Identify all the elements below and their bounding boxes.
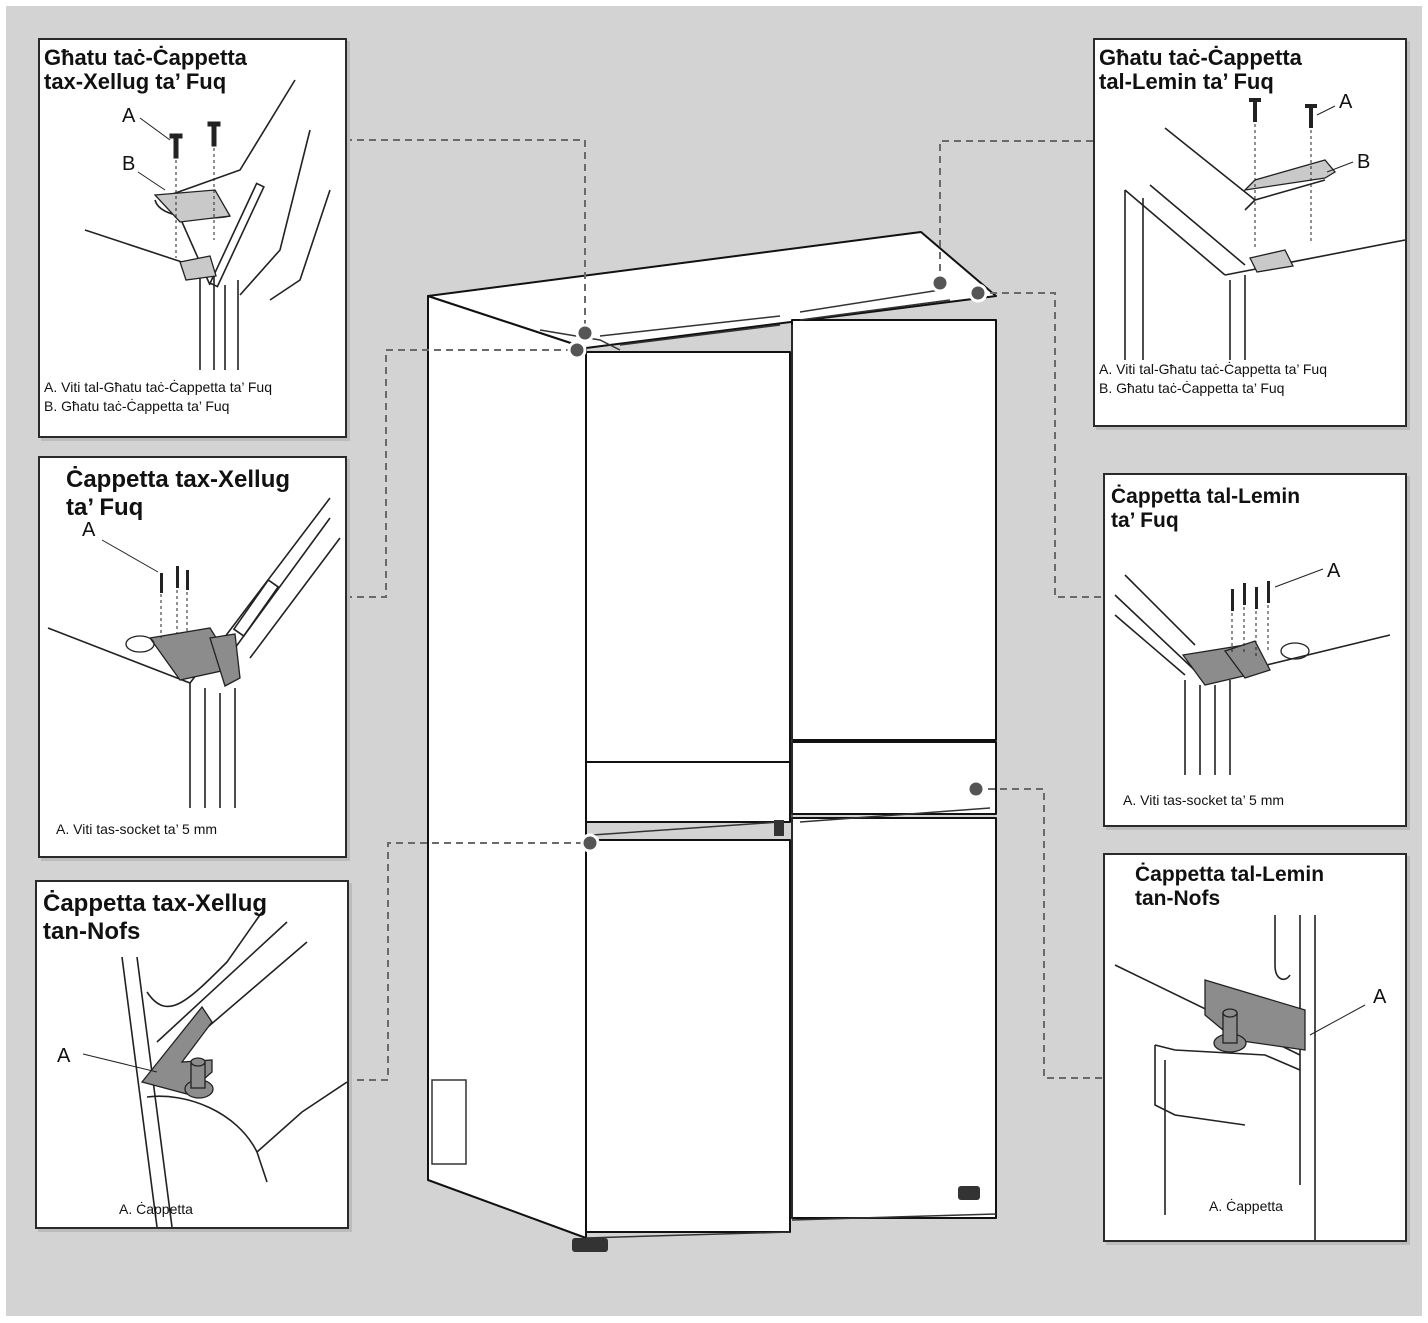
screw-left (173, 135, 179, 159)
top-right-cover-illustration (1124, 98, 1405, 360)
legend: A. Ċappetta (1209, 1197, 1283, 1216)
callout-label-a: A (1327, 560, 1341, 582)
panel-title: Ċappetta tax-Xellug tan-Nofs (43, 890, 268, 945)
legend: A. Ċappetta (119, 1200, 193, 1219)
legend: A. Viti tal-Għatu taċ-Ċappetta ta’ Fuq B… (1099, 360, 1327, 398)
screw-right (211, 123, 217, 147)
callout-label-a: A (1373, 986, 1387, 1008)
legend-item: A. Viti tas-socket ta’ 5 mm (1123, 792, 1285, 808)
callout-label-a: A (57, 1045, 71, 1067)
callout-label-a: A (82, 519, 96, 541)
top-right-hinge-illustration (1114, 568, 1391, 775)
panel-top-right-hinge: Ċappetta tal-Lemin ta’ Fuq A A. Viti tas… (1103, 473, 1407, 827)
panel-title: Għatu taċ-Ċappetta tax-Xellug ta’ Fuq (44, 45, 247, 94)
panel-top-right-hinge-cover: Għatu taċ-Ċappetta tal-Lemin ta’ Fuq A B… (1093, 38, 1407, 427)
panel-title: Ċappetta tax-Xellug ta’ Fuq (66, 466, 291, 521)
legend-item: A. Ċappetta (119, 1201, 193, 1217)
panel-middle-left-hinge: Ċappetta tax-Xellug tan-Nofs A A. Ċappet… (35, 880, 349, 1229)
panel-top-left-hinge-cover: Għatu taċ-Ċappetta tax-Xellug ta’ Fuq A … (38, 38, 347, 438)
legend: A. Viti tas-socket ta’ 5 mm (56, 820, 217, 839)
panel-middle-right-hinge: Ċappetta tal-Lemin tan-Nofs A A. Ċappett… (1103, 853, 1407, 1242)
middle-left-hinge-illustration (82, 911, 347, 1227)
legend-item: A. Viti tal-Għatu taċ-Ċappetta ta’ Fuq (44, 379, 273, 395)
legend-item: B. Għatu taċ-Ċappetta ta’ Fuq (44, 398, 230, 414)
callout-label-a: A (1339, 91, 1353, 113)
legend-item: A. Viti tal-Għatu taċ-Ċappetta ta’ Fuq (1099, 361, 1328, 377)
panel-title: Ċappetta tal-Lemin tan-Nofs (1135, 863, 1325, 910)
legend-item: B. Għatu taċ-Ċappetta ta’ Fuq (1099, 380, 1285, 396)
callout-label-a: A (122, 105, 136, 127)
panel-top-left-hinge: Ċappetta tax-Xellug ta’ Fuq A A. Viti ta… (38, 456, 347, 858)
callout-label-b: B (1357, 151, 1371, 173)
top-left-cover-illustration (84, 79, 331, 370)
middle-right-hinge-illustration (1114, 915, 1366, 1240)
callout-label-b: B (122, 153, 136, 175)
legend: A. Viti tal-Għatu taċ-Ċappetta ta’ Fuq B… (44, 378, 272, 416)
legend-item: A. Viti tas-socket ta’ 5 mm (56, 821, 218, 837)
panel-title: Għatu taċ-Ċappetta tal-Lemin ta’ Fuq (1099, 45, 1302, 94)
top-left-hinge-illustration (47, 497, 341, 808)
legend-item: A. Ċappetta (1209, 1198, 1283, 1214)
panel-title: Ċappetta tal-Lemin ta’ Fuq (1111, 485, 1301, 532)
legend: A. Viti tas-socket ta’ 5 mm (1123, 791, 1284, 810)
